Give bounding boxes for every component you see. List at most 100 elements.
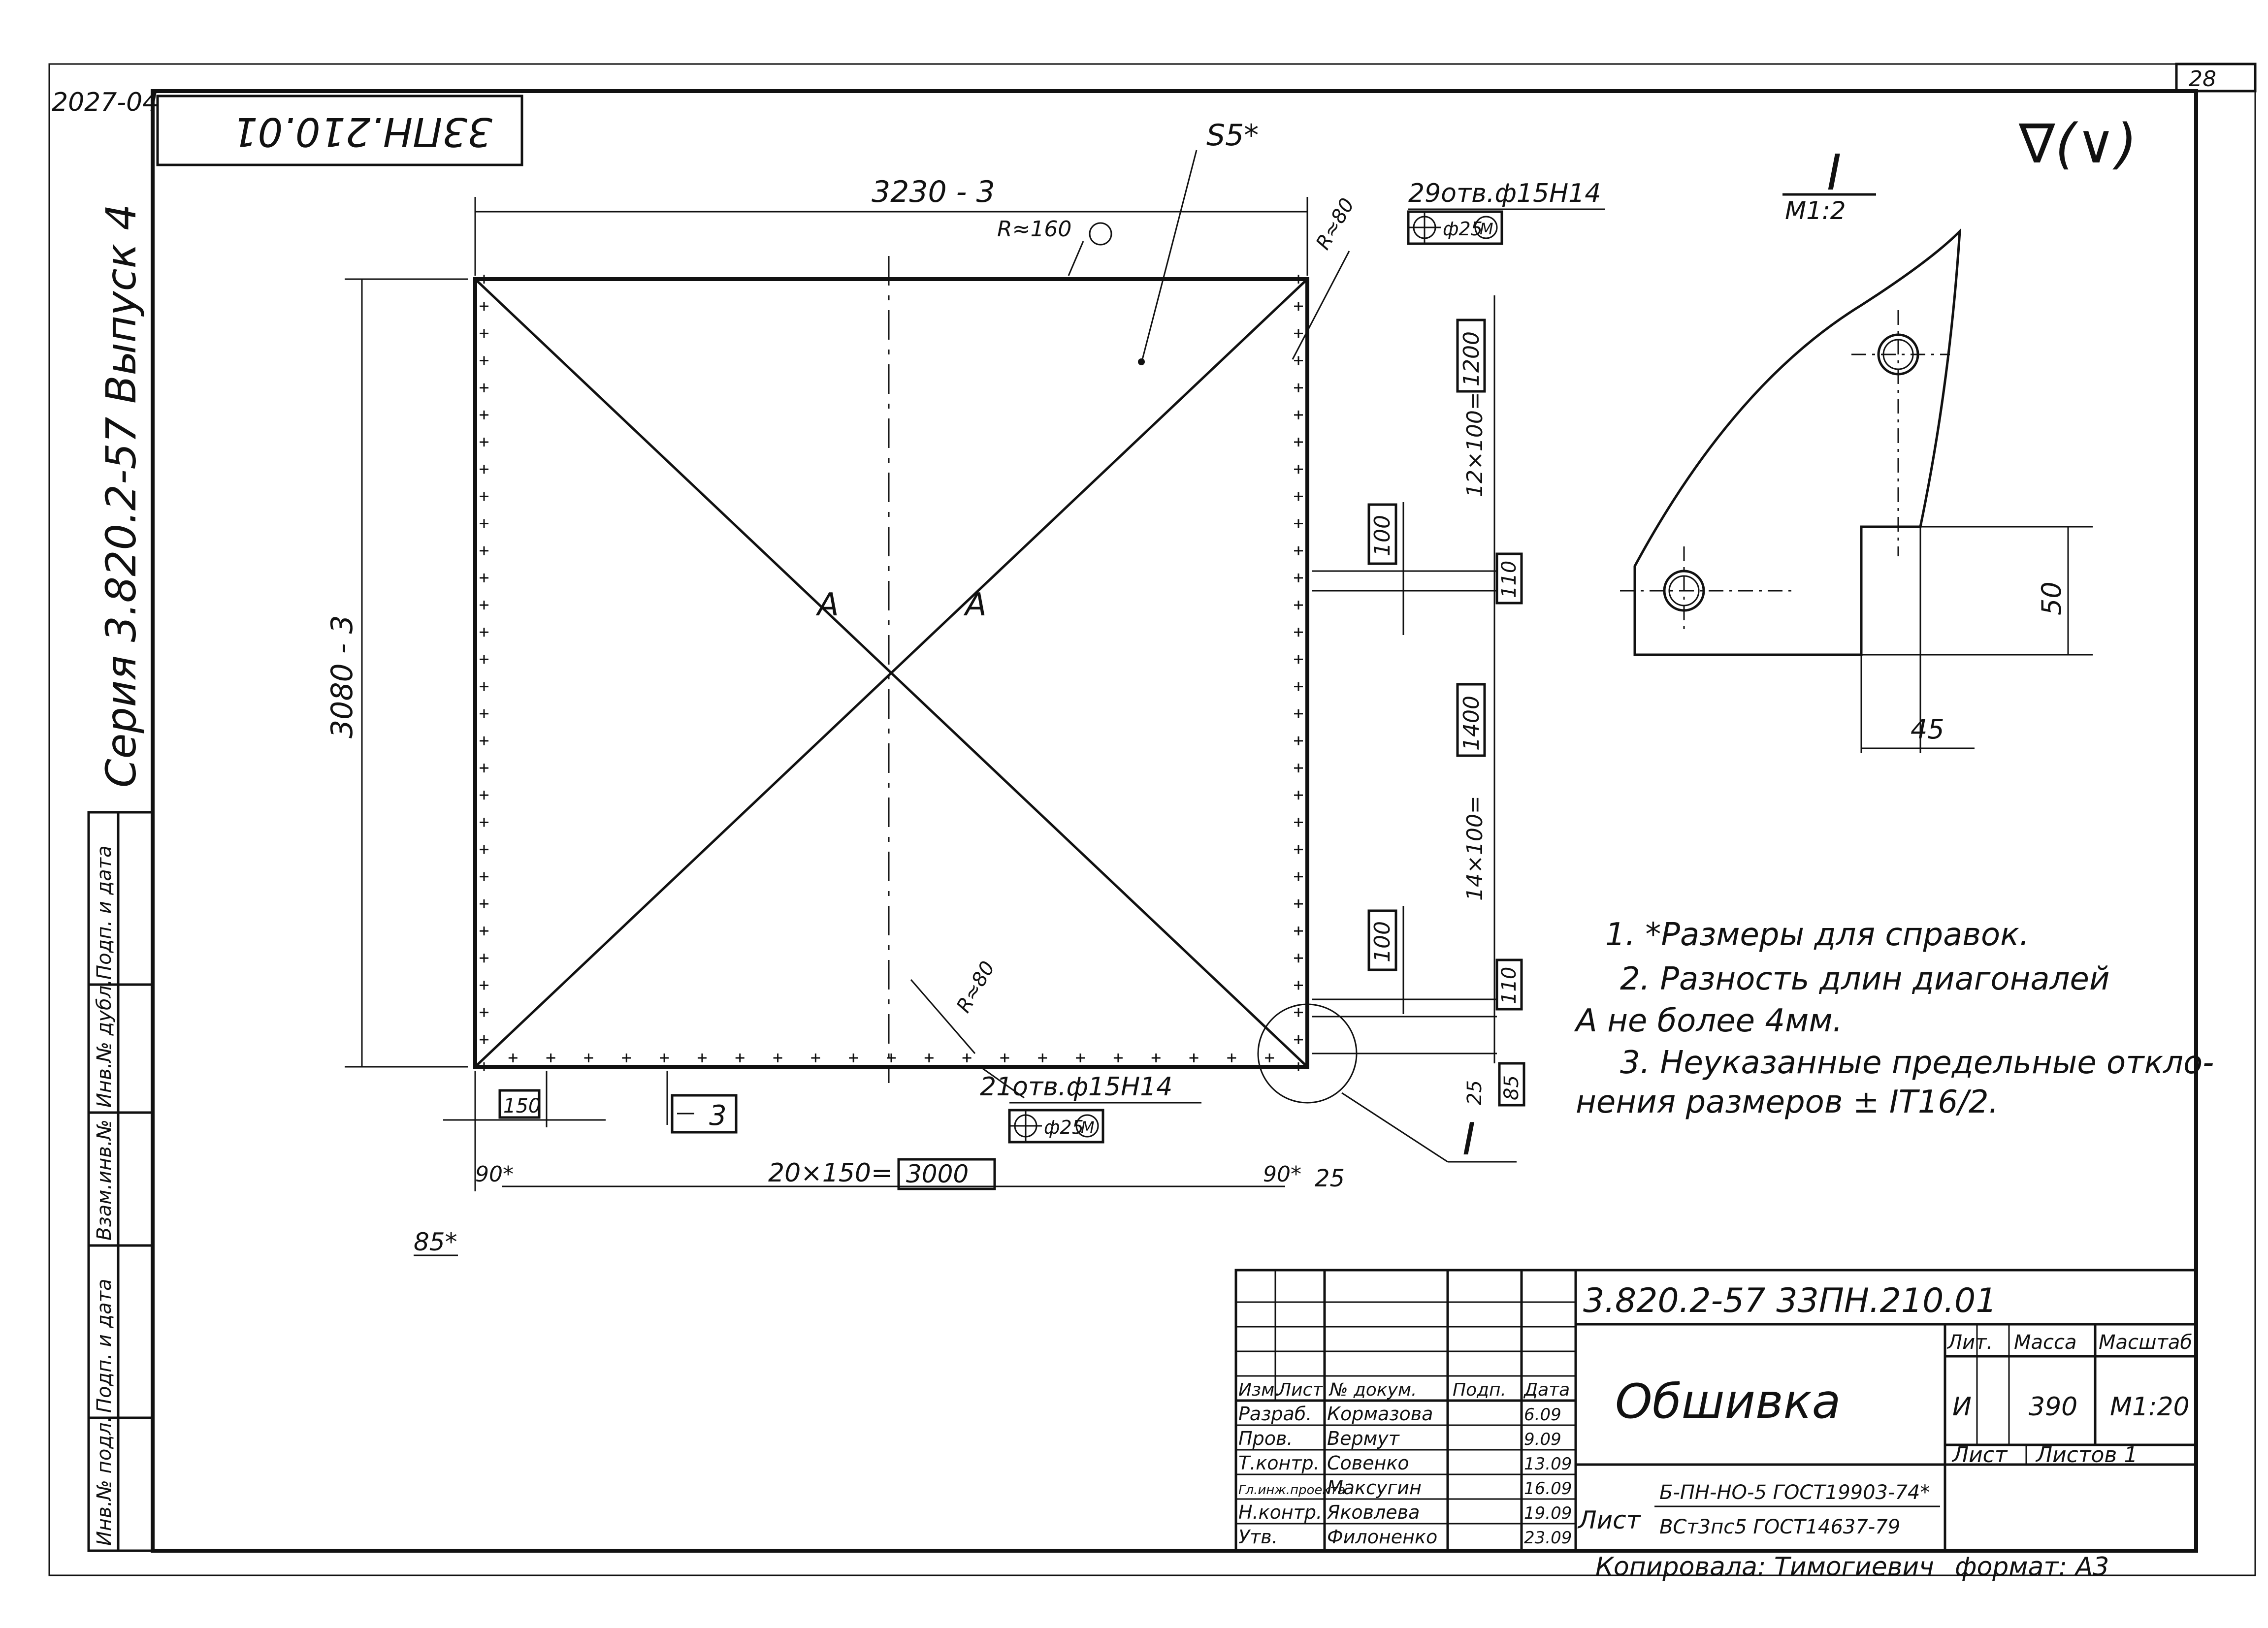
part-name: Обшивка [1615,1374,1841,1429]
hole-mark [1189,1053,1199,1062]
hole-mark [480,492,488,501]
hole-mark [1294,981,1303,990]
hole-mark [480,302,488,311]
hole-mark [1294,845,1303,854]
hole-mark [480,329,488,338]
detail-outline [1633,228,1961,656]
left-strip-table: Инв.№ подл. Подп. и дата Взам.инв.№ Инв.… [87,811,154,1552]
tolerance-mod-bottom: М [1081,1118,1095,1137]
signer-1-role: Разраб. [1238,1403,1312,1425]
hole-mark [1265,1053,1274,1062]
signer-1-name: Кормазова [1327,1403,1433,1425]
hole-mark [887,1053,896,1062]
hole-mark [1294,465,1303,474]
hole-mark [480,410,488,419]
holes-bottom-note: 21отв.ф15Н14 [980,1072,1172,1102]
hole-mark [1294,275,1303,284]
hole-mark [735,1053,745,1062]
note-3: А не более 4мм. [1574,1003,1843,1039]
dim-1200: 1200 [1459,331,1484,386]
hole-mark [1294,492,1303,501]
hole-mark [480,845,488,854]
dim-12x100: 12×100= [1462,392,1488,497]
hole-mark [1294,764,1303,773]
dim-110-lower: 110 [1498,967,1521,1004]
signer-4-role: Гл.инж.проекта [1238,1483,1345,1498]
strip-field-2: Подп. и дата [93,1279,116,1413]
hole-mark [1294,573,1303,582]
signer-2-role: Пров. [1238,1428,1293,1449]
hole-mark [1294,954,1303,963]
issue-label: Выпуск 4 [97,204,145,404]
signer-6-date: 23.09 [1524,1528,1572,1548]
hole-mark [480,899,488,908]
hole-mark [1294,410,1303,419]
material-bottom: ВСт3пс5 ГОСТ14637-79 [1659,1516,1900,1538]
signer-5-date: 19.09 [1524,1503,1572,1523]
hole-mark [480,736,488,745]
signer-4-name: Максугин [1327,1477,1422,1499]
strip-field-1: Инв.№ подл. [93,1416,116,1546]
hole-mark [1294,709,1303,718]
hole-mark [1294,628,1303,637]
hole-mark [1038,1053,1047,1062]
hole-mark [622,1053,631,1062]
dim-100-lower: 100 [1370,921,1395,962]
signer-3-role: Т.контр. [1238,1452,1320,1474]
hole-mark [1294,356,1303,365]
hole-mark [1294,926,1303,936]
hole-mark [1294,438,1303,447]
hole-mark [924,1053,934,1062]
signer-6-name: Филоненко [1327,1526,1437,1548]
detail-scale: М1:2 [1785,196,1846,225]
col-doc: № докум. [1328,1380,1417,1400]
hole-mark [480,981,488,990]
hole-mark [1294,601,1303,610]
hole-mark [480,926,488,936]
hole-mark [480,764,488,773]
hole-mark [1294,899,1303,908]
signer-5-name: Яковлева [1327,1501,1420,1523]
thickness-label: S5* [1206,118,1259,153]
hole-mark [480,546,488,555]
tolerance-mod-right: М [1480,220,1493,238]
hole-mark [480,519,488,528]
main-view: 3230 - 3 3080 - 3 S5* R≈160 R≈80 А А 29о… [325,118,1605,1256]
drawing-frame [151,89,2198,1553]
diagonal-2 [474,278,1308,1068]
hole-mark [1294,736,1303,745]
hole-mark [811,1053,820,1062]
stamp-box [156,95,523,166]
hole-mark [697,1053,707,1062]
radius-top: R≈160 [997,217,1071,242]
hole-mark [480,628,488,637]
hole-mark [480,682,488,691]
hole-mark [584,1053,593,1062]
signer-3-date: 13.09 [1524,1454,1572,1474]
hole-mark [1294,329,1303,338]
hole-mark [660,1053,669,1062]
hole-mark [1294,302,1303,311]
lit-label: Лит. [1946,1331,1993,1354]
doc-code: 3.820.2-57 33ПН.210.01 [1583,1281,1997,1320]
detail-view: I М1:2 50 45 [1620,144,2093,753]
hole-mark [480,438,488,447]
surface-finish-symbol: ∇(∨) [2018,112,2137,175]
width-dimension: 3230 - 3 [872,175,995,209]
signer-6-role: Утв. [1238,1526,1278,1548]
title-block: Изм. Лист № докум. Подп. Дата Разраб. Ко… [1234,1269,2198,1552]
hole-mark [1294,519,1303,528]
detail-dim-45: 45 [1911,714,1944,745]
dim-85-left: 85* [414,1228,457,1256]
hole-mark [480,872,488,881]
hole-mark [480,356,488,365]
strip-field-4: Инв.№ дубл. [93,979,116,1108]
stamp-code: 33ПН.210.01 [233,109,492,155]
dim-85-right: 85 [1500,1075,1523,1100]
hole-mark [546,1053,555,1062]
hole-mark [1113,1053,1123,1062]
hole-mark [480,601,488,610]
format-label: формат: А3 [1955,1552,2109,1582]
hole-mark [1151,1053,1161,1062]
signer-2-name: Вермут [1327,1428,1400,1449]
